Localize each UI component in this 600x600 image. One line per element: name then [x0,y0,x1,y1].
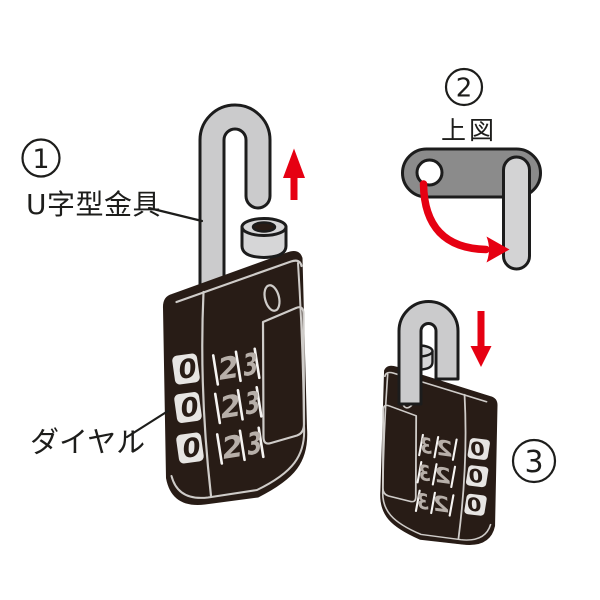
shackle-cylinder [240,217,288,259]
top-view-label: 上図 [441,116,497,145]
rotate-arrow-arc [419,180,490,254]
up-arrow-icon [283,148,305,200]
shackle [198,103,272,295]
down-arrow-icon [470,311,492,367]
shackle-callout-line [147,206,204,223]
small-lock-illustration [381,300,497,545]
step1-badge: 1 [21,138,61,178]
top-view-shackle-bar [502,155,531,271]
step3-number: 3 [524,445,543,480]
cylinder-hole [251,221,277,233]
main-lock-illustration [163,103,306,504]
rotate-arrow-head [486,236,510,263]
dial-callout-line [125,409,170,439]
small-shackle-closed [397,300,460,406]
step3-badge: 3 [511,438,557,484]
top-view-diagram [401,147,542,271]
step1-number: 1 [32,144,49,175]
shackle-label: U字型金具 [26,188,161,221]
dial-label: ダイヤル [30,425,145,459]
top-view-shackle-hole [415,158,444,187]
step2-badge: 2 [444,67,484,107]
step2-number: 2 [456,74,473,104]
